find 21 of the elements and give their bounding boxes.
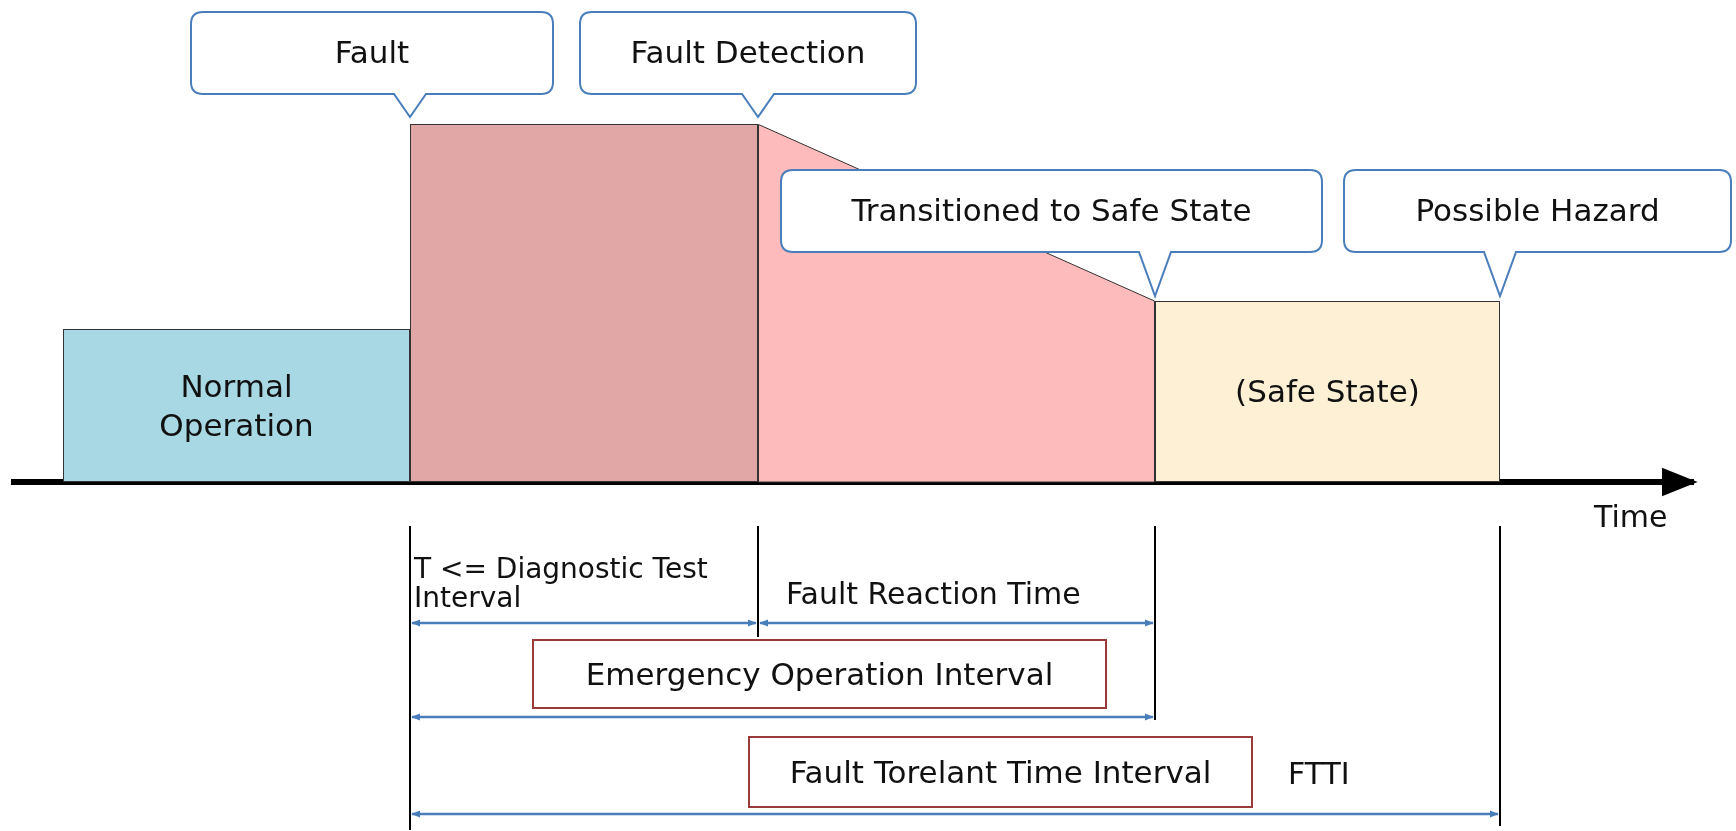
abbreviation-label: FTTI	[1288, 756, 1350, 792]
phase-block	[63, 329, 410, 482]
callout-text: Possible Hazard	[1414, 191, 1661, 230]
axis-label: Time	[1594, 499, 1668, 535]
interval-name: Emergency Operation Interval	[584, 655, 1055, 694]
interval-box	[532, 639, 1107, 709]
interval-box	[748, 736, 1253, 808]
interval-label: Fault Reaction Time	[786, 576, 1081, 612]
phase-block	[410, 124, 758, 482]
callout-text: Transitioned to Safe State	[850, 191, 1253, 230]
phase-name: (Safe State)	[1234, 372, 1421, 411]
callout-bubble	[780, 169, 1323, 297]
interval-label: T <= Diagnostic Test Interval	[414, 554, 709, 613]
callout-bubble	[1343, 169, 1732, 297]
callout-bubble	[579, 11, 917, 118]
callout-text: Fault Detection	[629, 33, 867, 72]
phase-block	[1155, 301, 1500, 482]
callout-bubble	[190, 11, 554, 118]
interval-name: Fault Torelant Time Interval	[788, 753, 1213, 792]
phase-name: Normal Operation	[158, 367, 315, 445]
callout-text: Fault	[333, 33, 411, 72]
